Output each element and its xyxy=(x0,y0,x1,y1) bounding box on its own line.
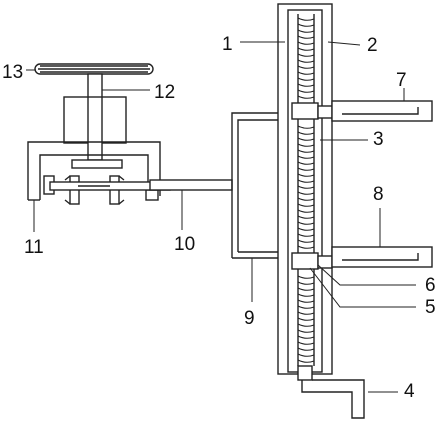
thread-ridge xyxy=(297,203,315,207)
upper-clamp-arm xyxy=(331,100,433,122)
pulley xyxy=(34,63,154,75)
upper-nut xyxy=(291,102,333,120)
label-1: 1 xyxy=(222,34,233,55)
thread-ridge xyxy=(297,323,315,327)
screw-threads xyxy=(297,17,315,363)
thread-ridge xyxy=(297,341,315,345)
thread-ridge xyxy=(297,125,315,129)
thread-ridge xyxy=(297,17,315,21)
thread-ridge xyxy=(297,353,315,357)
horizontal-shaft xyxy=(149,179,233,191)
label-7: 7 xyxy=(396,70,407,91)
thread-ridge xyxy=(297,233,315,237)
thread-ridge xyxy=(297,245,315,249)
thread-ridge xyxy=(297,47,315,51)
thread-ridge xyxy=(297,161,315,165)
label-11: 11 xyxy=(24,237,44,258)
label-10: 10 xyxy=(174,234,195,255)
thread-ridge xyxy=(297,149,315,153)
label-2: 2 xyxy=(367,35,378,56)
thread-ridge xyxy=(297,191,315,195)
thread-ridge xyxy=(297,95,315,99)
lower-nut xyxy=(291,252,333,270)
thread-ridge xyxy=(297,347,315,351)
thread-ridge xyxy=(297,239,315,243)
thread-ridge xyxy=(297,185,315,189)
label-13: 13 xyxy=(2,62,23,83)
thread-ridge xyxy=(297,281,315,285)
vertical-shaft xyxy=(63,73,127,161)
label-6: 6 xyxy=(425,275,436,296)
thread-ridge xyxy=(297,275,315,279)
thread-ridge xyxy=(297,173,315,177)
thread-ridge xyxy=(297,209,315,213)
label-8: 8 xyxy=(373,184,384,205)
thread-ridge xyxy=(297,71,315,75)
thread-ridge xyxy=(297,77,315,81)
thread-ridge xyxy=(297,137,315,141)
thread-ridge xyxy=(297,221,315,225)
thread-ridge xyxy=(297,215,315,219)
lead-screw xyxy=(297,14,315,366)
label-4: 4 xyxy=(404,381,415,402)
thread-ridge xyxy=(297,53,315,57)
label-12: 12 xyxy=(154,82,175,103)
thread-ridge xyxy=(297,131,315,135)
thread-ridge xyxy=(297,197,315,201)
thread-ridge xyxy=(297,29,315,33)
thread-ridge xyxy=(297,89,315,93)
outer-sleeve xyxy=(277,3,333,375)
thread-ridge xyxy=(297,335,315,339)
thread-ridge xyxy=(297,359,315,363)
label-3: 3 xyxy=(373,129,384,150)
label-5: 5 xyxy=(425,297,436,318)
thread-ridge xyxy=(297,23,315,27)
thread-ridge xyxy=(297,41,315,45)
leader-lines xyxy=(26,41,416,393)
thread-ridge xyxy=(297,299,315,303)
thread-ridge xyxy=(297,305,315,309)
thread-ridge xyxy=(297,65,315,69)
thread-ridge xyxy=(297,311,315,315)
thread-ridge xyxy=(297,59,315,63)
crank-handle xyxy=(297,365,365,419)
thread-ridge xyxy=(297,155,315,159)
thread-ridge xyxy=(297,317,315,321)
thread-ridge xyxy=(297,293,315,297)
thread-ridge xyxy=(297,167,315,171)
thread-ridge xyxy=(297,227,315,231)
thread-ridge xyxy=(297,83,315,87)
thread-ridge xyxy=(297,143,315,147)
thread-ridge xyxy=(297,35,315,39)
thread-ridge xyxy=(297,329,315,333)
lower-clamp-arm xyxy=(331,246,433,268)
label-9: 9 xyxy=(244,308,255,329)
thread-ridge xyxy=(297,179,315,183)
thread-ridge xyxy=(297,287,315,291)
